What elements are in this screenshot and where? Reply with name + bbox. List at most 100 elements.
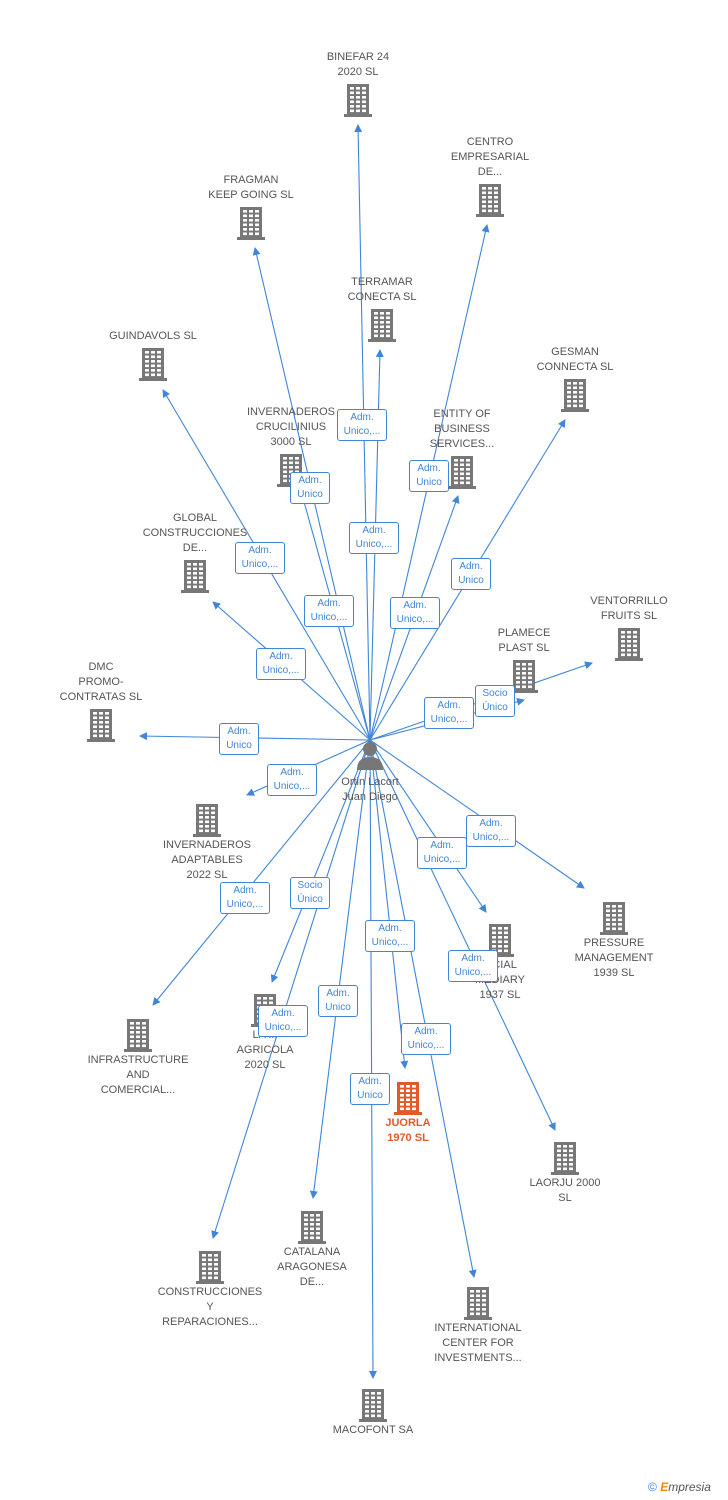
building-icon [344,84,372,117]
role-badge-construcciones[interactable]: Adm. Unico,... [258,1005,308,1037]
company-node-global[interactable]: GLOBAL CONSTRUCCIONES DE... [135,511,255,594]
role-badge-adaptables[interactable]: Adm. Unico,... [267,764,317,796]
company-node-binefar[interactable]: BINEFAR 24 2020 SL [298,50,418,118]
company-node-catalana[interactable]: CATALANA ARAGONESA DE... [252,1207,372,1290]
company-node-terramar[interactable]: TERRAMAR CONECTA SL [322,275,442,343]
building-icon [561,379,589,412]
role-badge-plamece[interactable]: Adm. Unico,... [424,697,474,729]
building-icon [615,628,643,661]
role-badge-fragman[interactable]: Adm. Unico,... [304,595,354,627]
company-node-laorju[interactable]: LAORJU 2000 SL [505,1138,625,1206]
brand-logo-name: mpresia [668,1480,711,1494]
company-label: CENTRO EMPRESARIAL DE... [450,136,530,178]
edge-macofont [368,739,377,1379]
role-badge-entity[interactable]: Adm. Unico [409,460,449,492]
company-label: GESMAN CONNECTA SL [536,346,614,373]
role-badge-financial[interactable]: Adm. Unico,... [417,837,467,869]
company-label: CONSTRUCCIONES Y REPARACIONES... [157,1286,263,1328]
company-node-guindavols[interactable]: GUINDAVOLS SL [93,329,213,382]
building-icon [359,1389,387,1422]
building-icon [181,560,209,593]
role-badge-centro[interactable]: Adm. Unico,... [390,597,440,629]
company-label: ENTITY OF BUSINESS SERVICES... [429,408,495,450]
company-label: GUINDAVOLS SL [109,330,197,342]
building-icon [298,1211,326,1244]
role-badge-terramar[interactable]: Adm. Unico,... [337,409,387,441]
role-badge-guindavols[interactable]: Adm. Unico,... [256,648,306,680]
company-node-dmc[interactable]: DMC PROMO- CONTRATAS SL [41,660,161,743]
building-icon [464,1287,492,1320]
role-badge-infrastructure[interactable]: Adm. Unico,... [220,882,270,914]
company-node-ventorrillo[interactable]: VENTORRILLO FRUITS SL [569,594,689,662]
building-icon [551,1142,579,1175]
company-label: VENTORRILLO FRUITS SL [590,595,668,622]
company-node-centro[interactable]: CENTRO EMPRESARIAL DE... [430,135,550,218]
company-node-macofont[interactable]: MACOFONT SA [313,1385,433,1438]
company-label: INVERNADEROS CRUCILINIUS 3000 SL [246,406,336,448]
company-label: BINEFAR 24 2020 SL [326,51,390,78]
role-badge-dmc[interactable]: Adm. Unico [219,723,259,755]
company-label: INVERNADEROS ADAPTABLES 2022 SL [162,839,252,881]
building-icon [237,207,265,240]
company-label: INTERNATIONAL CENTER FOR INVESTMENTS... [434,1322,522,1364]
building-icon [486,924,514,957]
role-badge-agricola[interactable]: Socio Único [290,877,330,909]
role-badge-laorju[interactable]: Adm. Unico,... [448,950,498,982]
building-icon [139,348,167,381]
edge-infrastructure [152,739,371,1006]
company-node-international[interactable]: INTERNATIONAL CENTER FOR INVESTMENTS... [418,1283,538,1366]
copyright-symbol: © [648,1480,657,1494]
company-label: PLAMECE PLAST SL [497,627,551,654]
company-node-adaptables[interactable]: INVERNADEROS ADAPTABLES 2022 SL [147,800,267,883]
company-label: FRAGMAN KEEP GOING SL [208,174,294,201]
person-label: Ortin Lacort Juan Diego [341,776,399,803]
company-node-juorla[interactable]: JUORLA 1970 SL [348,1078,468,1146]
building-icon [196,1251,224,1284]
person-node[interactable]: Ortin Lacort Juan Diego [325,740,415,805]
role-badge-catalana[interactable]: Adm. Unico [318,985,358,1017]
building-icon [193,804,221,837]
building-icon [87,709,115,742]
company-node-plamece[interactable]: PLAMECE PLAST SL [464,626,584,694]
building-icon [394,1082,422,1115]
role-badge-international[interactable]: Adm. Unico,... [401,1023,451,1055]
role-badge-global[interactable]: Adm. Unico,... [235,542,285,574]
role-badge-crucilinius[interactable]: Adm. Unico [290,472,330,504]
role-badge-pressure[interactable]: Adm. Unico,... [466,815,516,847]
building-icon [600,902,628,935]
building-icon [510,660,538,693]
edge-catalana [309,739,371,1199]
company-label: LAORJU 2000 SL [529,1177,601,1204]
company-node-pressure[interactable]: PRESSURE MANAGEMENT 1939 SL [554,898,674,981]
company-label: MACOFONT SA [332,1424,414,1436]
company-node-gesman[interactable]: GESMAN CONNECTA SL [515,345,635,413]
edge-international [369,739,477,1278]
role-badge-juorla[interactable]: Adm. Unico,... [365,920,415,952]
edge-agricola [270,739,371,983]
company-label: CATALANA ARAGONESA DE... [277,1246,347,1288]
role-badge-macofont[interactable]: Adm. Unico [350,1073,390,1105]
company-label: JUORLA 1970 SL [385,1117,431,1144]
company-label: DMC PROMO- CONTRATAS SL [59,661,143,703]
company-label: INFRASTRUCTURE AND COMERCIAL... [87,1054,189,1096]
building-icon [368,309,396,342]
role-badge-terramar2[interactable]: Adm. Unico,... [349,522,399,554]
role-badge-gesman[interactable]: Adm. Unico [451,558,491,590]
company-label: PRESSURE MANAGEMENT 1939 SL [574,937,654,979]
edge-construcciones [211,739,371,1239]
company-label: TERRAMAR CONECTA SL [347,276,417,303]
edge-juorla [369,739,409,1069]
role-badge-ventorrillo[interactable]: Socio Único [475,685,515,717]
company-node-infrastructure[interactable]: INFRASTRUCTURE AND COMERCIAL... [78,1015,198,1098]
person-icon [357,742,383,770]
company-node-fragman[interactable]: FRAGMAN KEEP GOING SL [191,173,311,241]
edge-laorju [369,739,556,1131]
company-node-entity[interactable]: ENTITY OF BUSINESS SERVICES... [402,407,522,490]
edge-pressure [369,739,585,889]
company-node-construcciones[interactable]: CONSTRUCCIONES Y REPARACIONES... [150,1247,270,1330]
company-label: GLOBAL CONSTRUCCIONES DE... [142,512,248,554]
building-icon [448,456,476,489]
brand-logo-initial: E [660,1480,669,1494]
building-icon [124,1019,152,1052]
